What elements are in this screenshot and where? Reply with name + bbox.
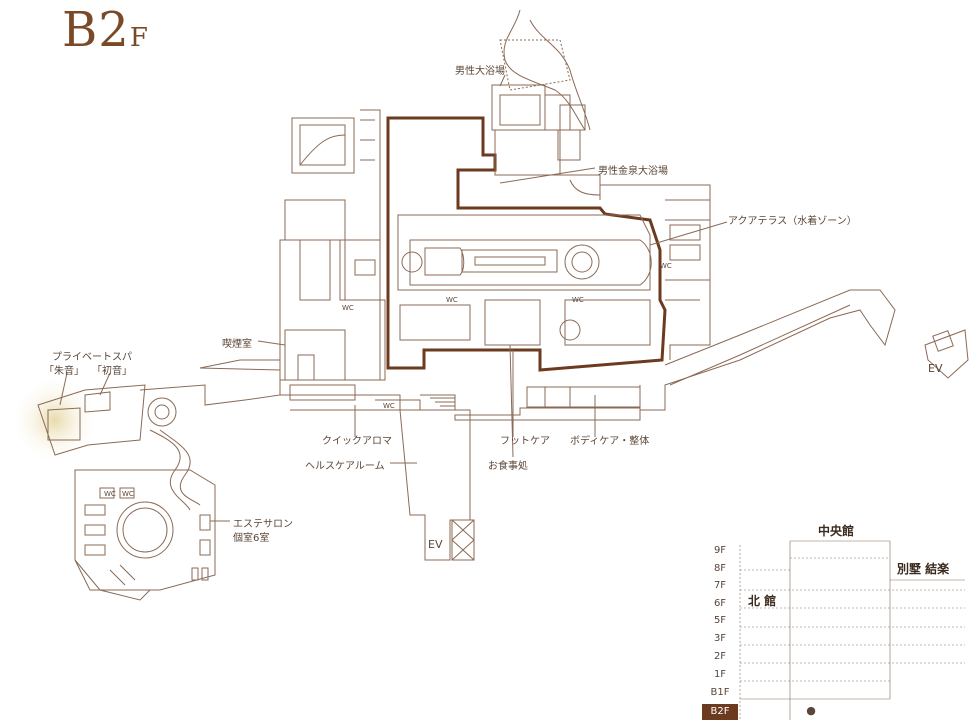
mens-kinsen-bath xyxy=(494,129,561,176)
label-wc: WC xyxy=(572,296,584,304)
label-dining: お食事処 xyxy=(488,461,528,472)
legend-center-building: 中央館 xyxy=(818,524,855,538)
label-ev-east: EV xyxy=(928,362,943,375)
private-spa-highlight xyxy=(10,375,100,465)
floor-title: B2F xyxy=(62,2,149,58)
south-corridor xyxy=(399,409,471,561)
label-private-spa-akane: 「朱音」 xyxy=(44,366,84,377)
legend-floor-1f[interactable]: 1F xyxy=(713,669,727,680)
body-care-block xyxy=(526,386,641,408)
legend-floor-8f[interactable]: 8F xyxy=(713,563,727,574)
legend-annex-building: 別墅 結楽 xyxy=(897,562,950,576)
label-esthe-salon: エステサロン xyxy=(233,519,293,530)
label-quick-aroma: クイックアロマ xyxy=(322,436,392,447)
label-wc: WC xyxy=(342,304,354,312)
right-wing xyxy=(600,184,711,360)
east-corridor xyxy=(639,289,896,411)
legend-floor-3f[interactable]: 3F xyxy=(713,633,727,644)
label-foot-care: フットケア xyxy=(500,436,550,447)
floor-number: B2 xyxy=(62,2,130,58)
legend-floor-b2f-current[interactable]: B2F xyxy=(702,704,738,720)
legend-floor-6f[interactable]: 6F xyxy=(713,598,727,609)
label-wc: WC xyxy=(446,296,458,304)
label-wc: WC xyxy=(122,490,134,498)
label-wc: WC xyxy=(660,262,672,270)
esthe-area xyxy=(74,469,216,591)
current-floor-marker: ● xyxy=(806,704,816,717)
legend-floor-2f[interactable]: 2F xyxy=(713,651,727,662)
legend-floor-b1f[interactable]: B1F xyxy=(710,687,730,698)
label-mens-kinsen-bath: 男性金泉大浴場 xyxy=(598,166,668,177)
esthe-rotunda xyxy=(116,501,174,559)
floor-suffix: F xyxy=(129,23,149,53)
legend-floor-9f[interactable]: 9F xyxy=(713,545,727,556)
label-wc: WC xyxy=(104,490,116,498)
aqua-terrace-outline xyxy=(386,116,667,372)
spiral-1 xyxy=(147,397,177,427)
ev-right-shaft xyxy=(924,329,969,379)
private-spa-area xyxy=(37,384,146,456)
label-private-spa-hatsune: 「初音」 xyxy=(92,366,132,377)
label-body-care: ボディケア・整体 xyxy=(570,436,650,447)
label-aqua-terrace: アクアテラス（水着ゾーン） xyxy=(728,216,857,227)
label-private-spa: プライベートスパ xyxy=(52,352,132,363)
label-wc: WC xyxy=(383,402,395,410)
label-esthe-rooms: 個室6室 xyxy=(233,533,270,544)
label-ev-south: EV xyxy=(428,538,443,551)
legend-floor-7f[interactable]: 7F xyxy=(713,580,727,591)
north-building xyxy=(279,239,386,381)
label-smoking-room: 喫煙室 xyxy=(222,339,252,350)
label-health-care: ヘルスケアルーム xyxy=(305,461,385,472)
legend-north-building: 北 館 xyxy=(748,594,777,608)
label-mens-bath: 男性大浴場 xyxy=(455,66,505,77)
legend-floor-5f[interactable]: 5F xyxy=(713,615,727,626)
